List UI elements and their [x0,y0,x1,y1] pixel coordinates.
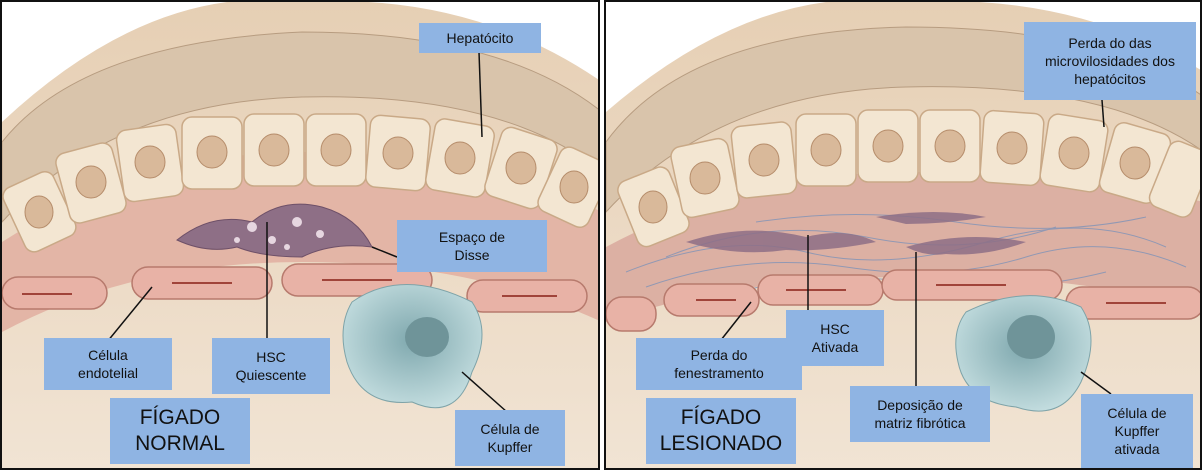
kupffer-cell-label: Célula de Kupffer [455,410,565,466]
endothelial-cell-label: Célula endotelial [44,338,172,390]
hepatocyte-label: Hepatócito [419,23,541,53]
fibrotic-matrix-label: Deposição de matriz fibrótica [850,386,990,442]
hsc-activated-label: HSC Ativada [786,310,884,366]
injured-liver-panel: Perda do das microvilosidades dos hepató… [604,0,1202,470]
injured-liver-title: FÍGADO LESIONADO [646,398,796,464]
microvilli-loss-label: Perda do das microvilosidades dos hepató… [1024,22,1196,100]
normal-liver-panel: Hepatócito Espaço de Disse Célula endote… [0,0,600,470]
normal-liver-title: FÍGADO NORMAL [110,398,250,464]
hsc-quiescent-label: HSC Quiescente [212,338,330,394]
activated-kupffer-label: Célula de Kupffer ativada [1081,394,1193,468]
fenestration-loss-label: Perda do fenestramento [636,338,802,390]
disse-space-label: Espaço de Disse [397,220,547,272]
